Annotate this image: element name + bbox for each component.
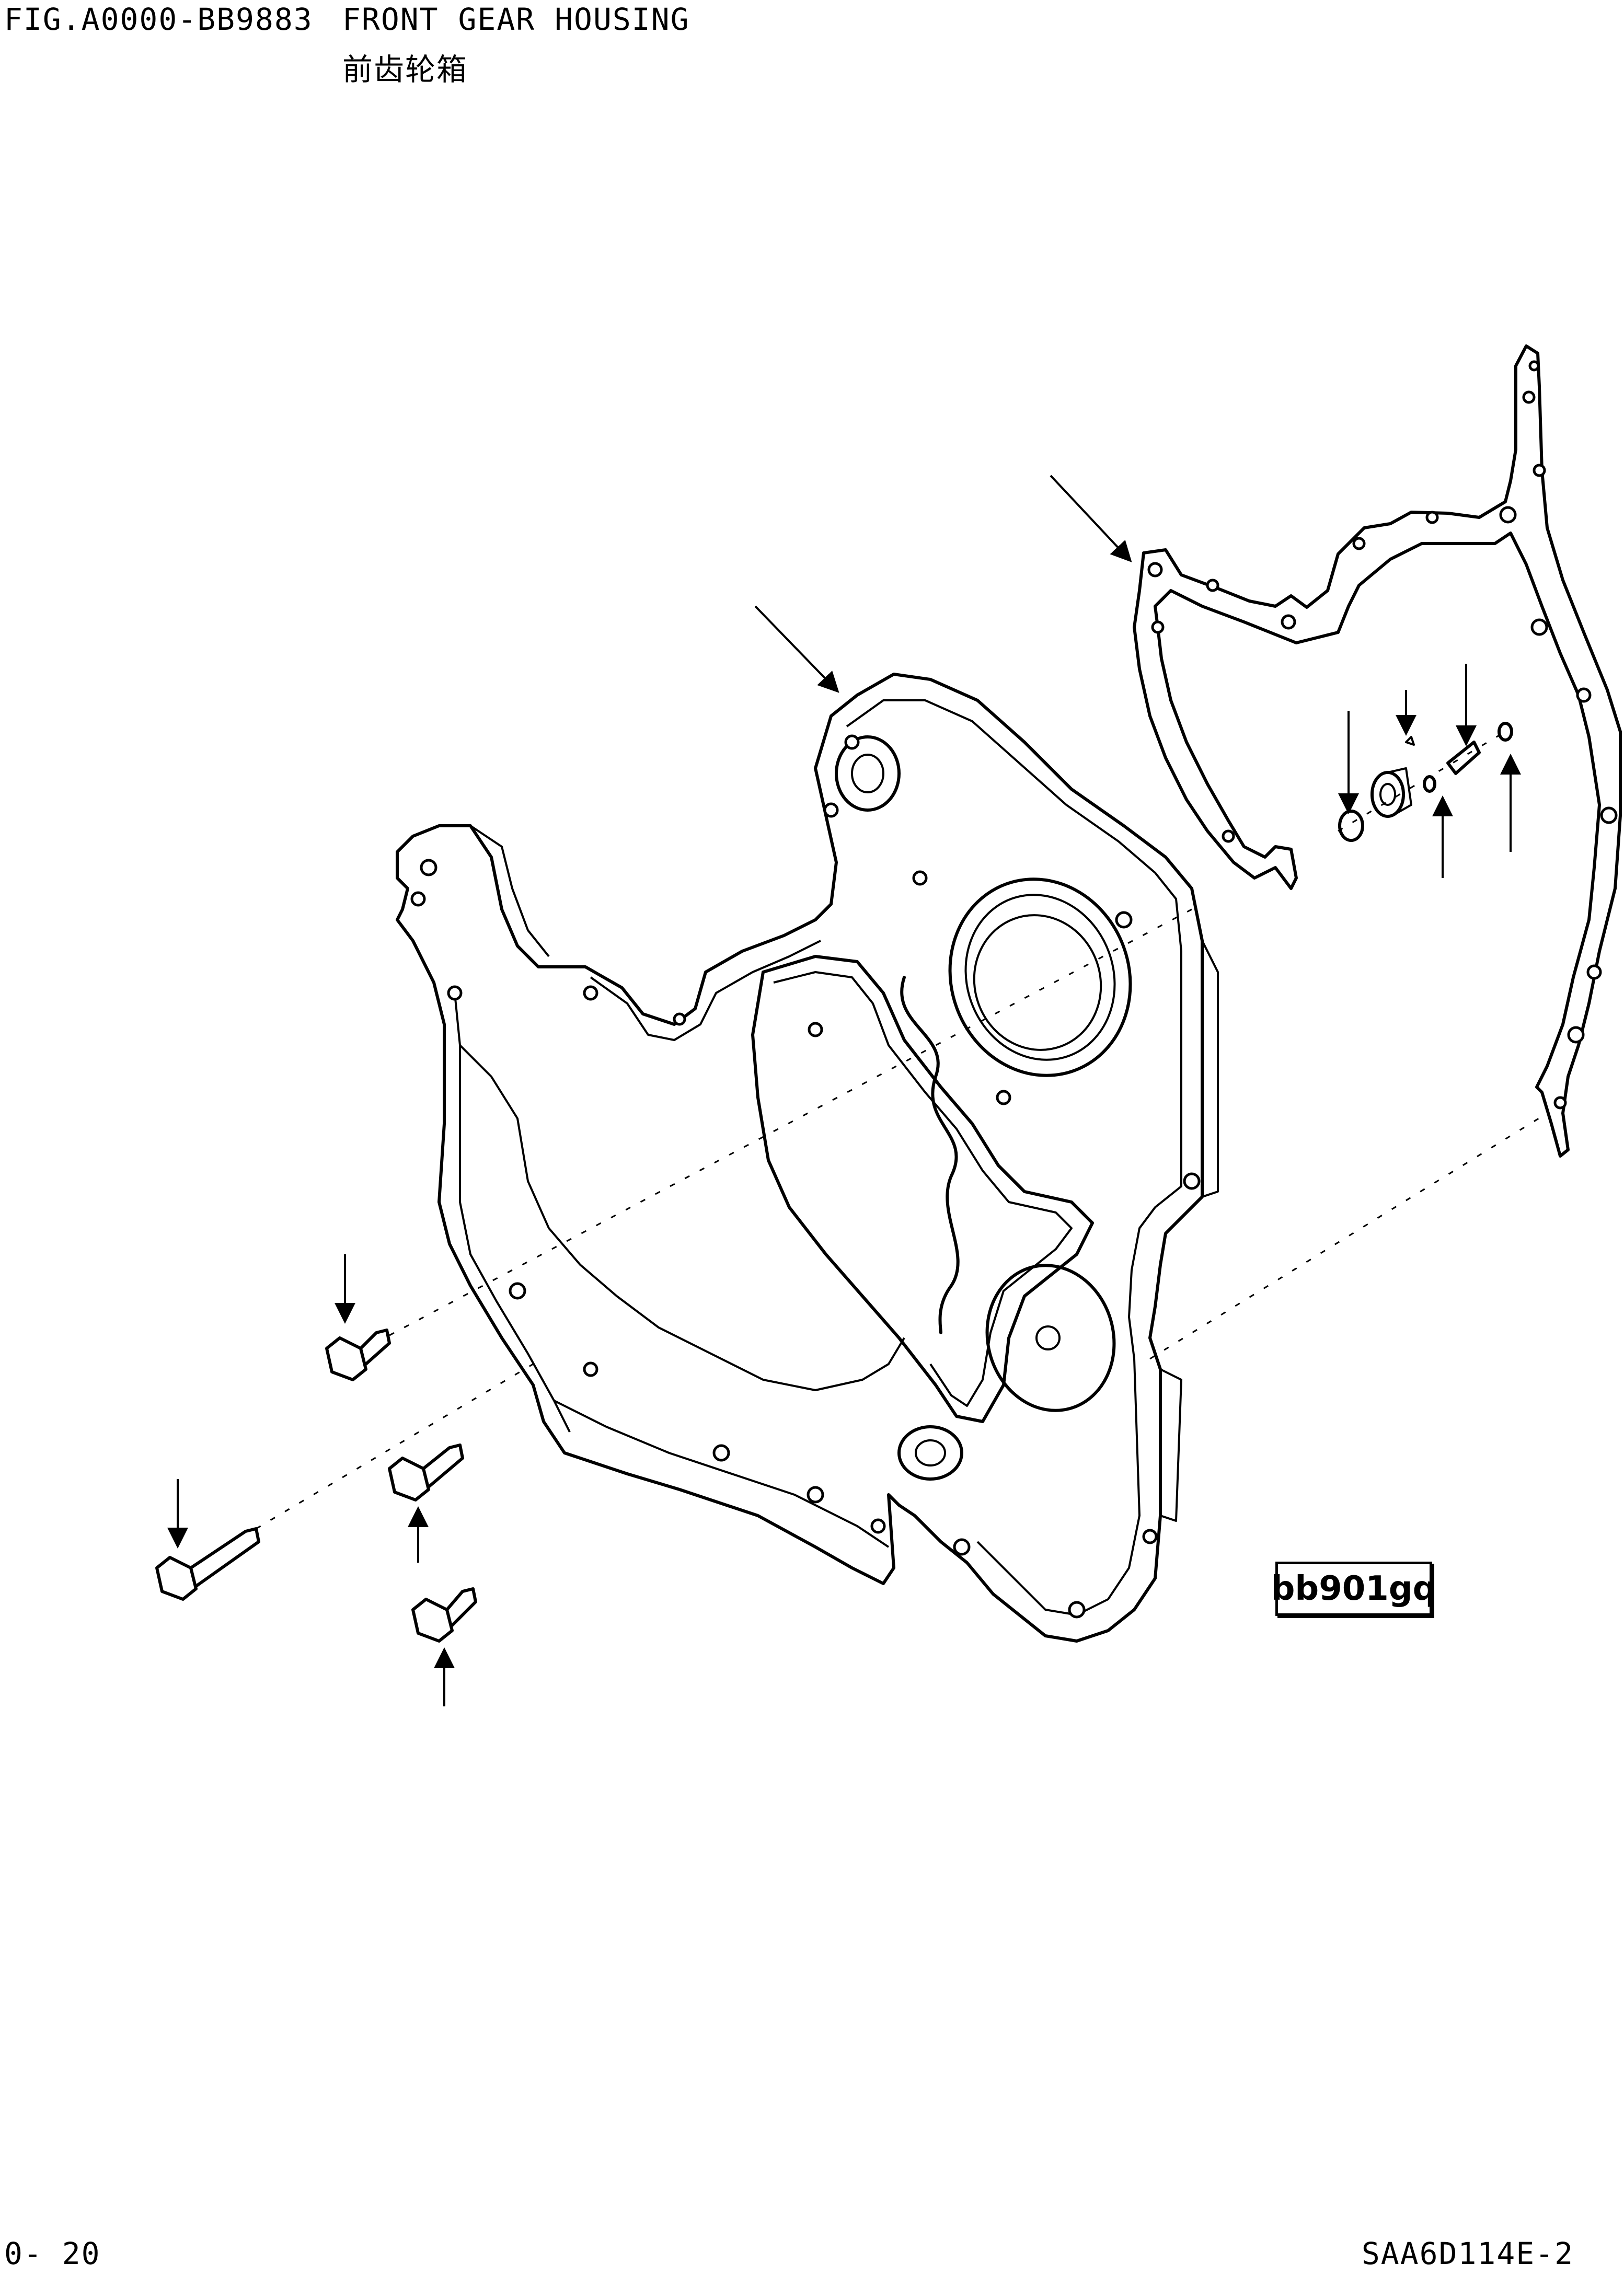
page-title-chinese: 前齿轮箱 bbox=[342, 52, 468, 87]
callout-arrows bbox=[167, 475, 1521, 1706]
page-number: 0- 20 bbox=[4, 2236, 101, 2271]
figure-code: FIG.A0000-BB9883 bbox=[4, 2, 313, 37]
bolt-long bbox=[155, 1527, 260, 1601]
bolt-lower bbox=[411, 1587, 477, 1643]
bolt-middle bbox=[388, 1443, 464, 1502]
plug-and-washer-set bbox=[1338, 722, 1513, 842]
gasket bbox=[1133, 344, 1622, 1158]
alignment-lines bbox=[256, 731, 1548, 1530]
page-title: FRONT GEAR HOUSING bbox=[342, 2, 690, 37]
bolt-upper bbox=[325, 1329, 391, 1381]
front-gear-housing bbox=[396, 673, 1219, 1643]
model-code: SAA6D114E-2 bbox=[1361, 2236, 1574, 2271]
reference-label: bb901gq bbox=[1271, 1562, 1436, 1616]
